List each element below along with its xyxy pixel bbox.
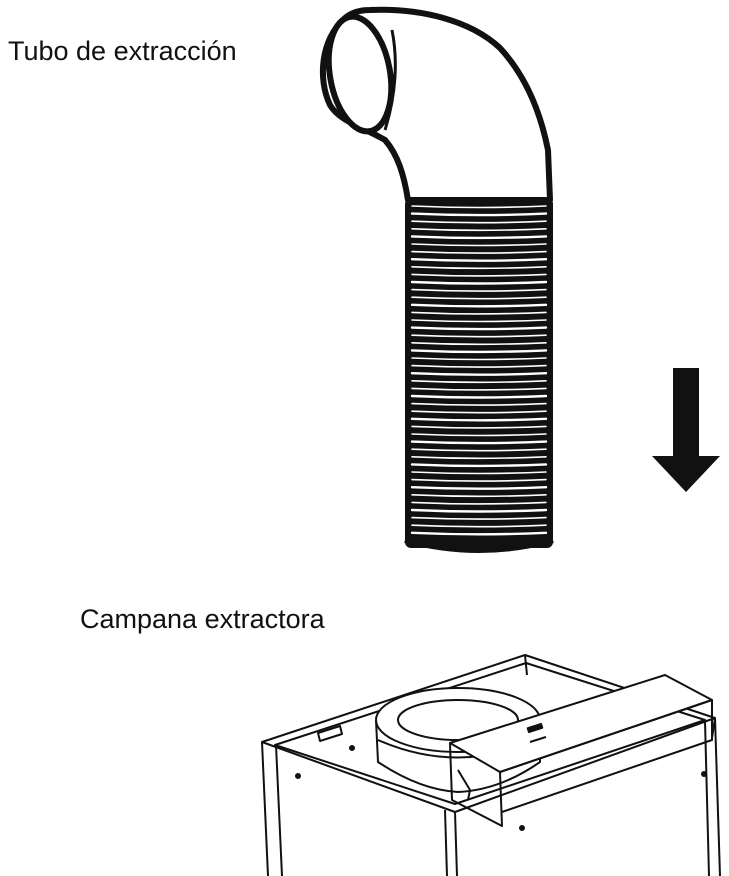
tube-rib (411, 205, 547, 209)
tube-rib (411, 501, 547, 505)
tube-rib (411, 334, 547, 338)
hood-module-mark (526, 722, 544, 734)
tube-rib (410, 463, 548, 468)
hood-left-wall (261, 741, 283, 876)
exhaust-hood (261, 654, 721, 876)
tube-rib (411, 243, 547, 247)
tube-rib (411, 288, 547, 292)
tube-rib (411, 402, 547, 406)
hood-slot (317, 725, 343, 742)
tube-rib (411, 357, 547, 361)
hood-module-front (449, 742, 503, 827)
tube-rib (410, 440, 548, 445)
tube-rib (410, 531, 548, 536)
exhaust-hood-label: Campana extractora (80, 604, 325, 634)
tube-rib (411, 266, 547, 270)
tube-rib (411, 516, 547, 520)
tube-rib (410, 349, 548, 354)
tube-rib (411, 456, 547, 460)
arrow-down-icon (652, 368, 720, 492)
hood-module-side (499, 699, 713, 813)
exhaust-tube-label: Tubo de extracción (8, 36, 237, 66)
tube-rib (411, 220, 547, 224)
tube-bottom-edge (404, 537, 554, 553)
hood-screw (519, 825, 525, 831)
tube-corrugated-body (405, 198, 553, 548)
tube-rib (410, 303, 548, 308)
tube-rib (410, 212, 548, 217)
tube-rib (411, 342, 547, 346)
tube-rib (410, 508, 548, 513)
tube-rib (410, 258, 548, 262)
hood-screw (295, 773, 301, 779)
hood-screw (701, 771, 707, 777)
hood-right-wall (704, 717, 721, 876)
tube-rib (410, 326, 548, 331)
tube-rib (410, 372, 548, 376)
tube-rib (411, 387, 547, 391)
tube-rib (411, 228, 547, 232)
exhaust-tube (319, 6, 554, 553)
tube-rib (411, 471, 547, 475)
tube-rib (411, 478, 547, 482)
tube-rib (411, 380, 547, 384)
tube-rib (411, 311, 547, 315)
tube-ribs (410, 205, 548, 536)
tube-rib (411, 524, 547, 528)
tube-rib (410, 417, 548, 422)
tube-rib (411, 448, 547, 452)
tube-rim (383, 29, 397, 131)
tube-rib (410, 486, 548, 490)
tube-rib (411, 273, 547, 277)
tube-rib (411, 319, 547, 323)
tube-rib (411, 425, 547, 429)
hood-back-post (524, 654, 528, 676)
tube-rib (411, 433, 547, 437)
tube-rib (411, 410, 547, 414)
tube-rib (411, 364, 547, 368)
hood-screw (349, 745, 355, 751)
tube-rib (410, 280, 548, 285)
tube-opening (325, 13, 395, 135)
tube-rib (411, 494, 547, 498)
hood-front-wall (444, 809, 458, 876)
hood-module-detail (457, 736, 547, 801)
hood-collar-body (375, 719, 541, 793)
tube-rib (410, 235, 548, 240)
tube-rib (410, 394, 548, 399)
tube-rib (411, 296, 547, 300)
tube-rib (411, 250, 547, 254)
